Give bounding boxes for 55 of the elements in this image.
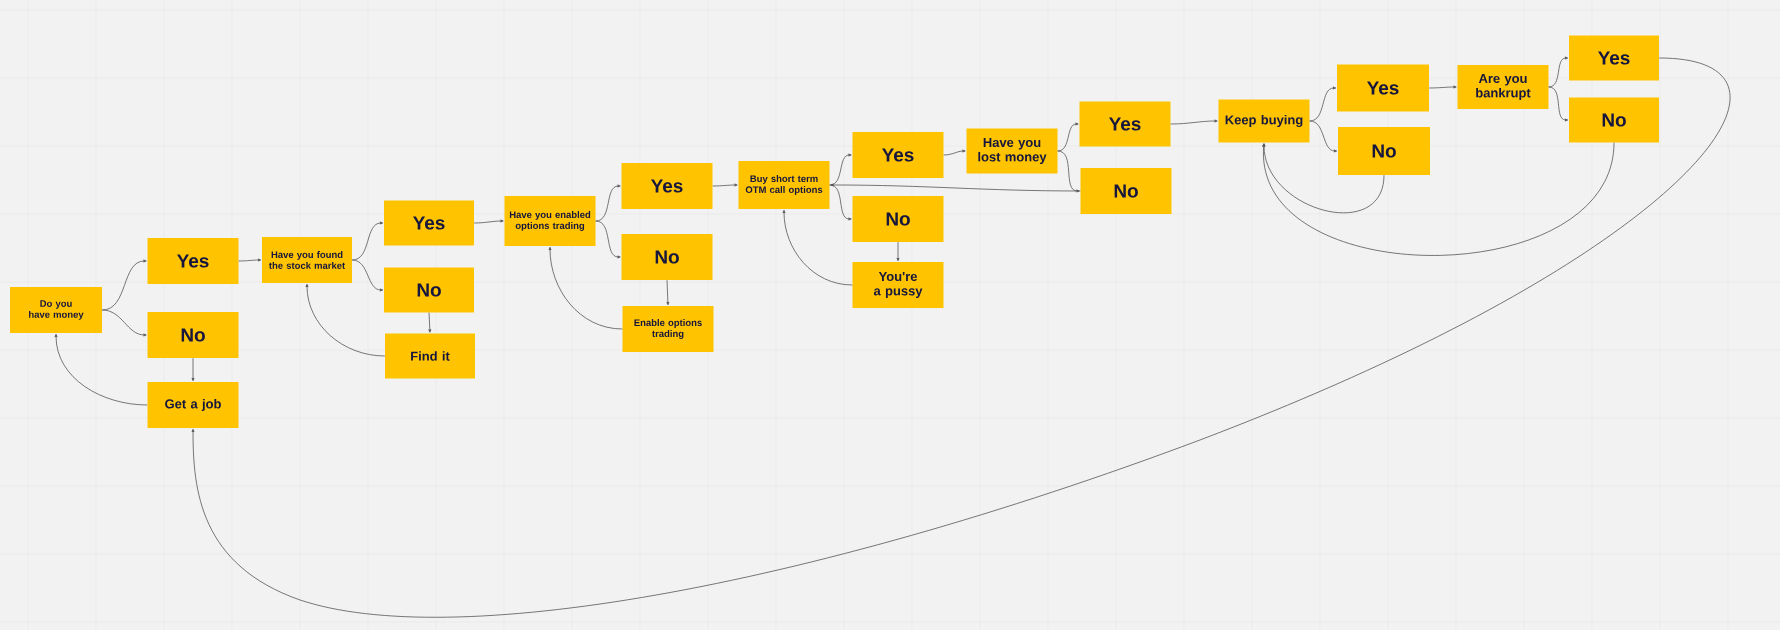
process-box: Yes: [1337, 64, 1429, 112]
arrow: [1309, 120, 1338, 153]
arrow: [238, 258, 262, 262]
process-box: Yes: [147, 238, 239, 284]
process-box: Have you enabled options trading: [504, 196, 596, 246]
arrow: [595, 220, 621, 259]
process-box: Do you have money: [10, 287, 102, 333]
arrow: [782, 209, 853, 286]
process-box: No: [1338, 127, 1430, 175]
arrow: [428, 312, 432, 333]
arrow: [191, 357, 195, 382]
arrow: [1262, 143, 1385, 214]
arrow: [54, 333, 148, 406]
arrow: [712, 183, 738, 187]
arrow: [1548, 86, 1569, 122]
arrow: [595, 184, 621, 222]
arrow: [1057, 122, 1079, 152]
process-box: Are you bankrupt: [1457, 65, 1549, 109]
process-box: No: [384, 267, 474, 313]
arrow: [351, 259, 384, 292]
process-box: Yes: [621, 163, 713, 209]
process-box: Have you found the stock market: [262, 237, 352, 283]
process-box: No: [1080, 168, 1172, 214]
process-box: No: [1569, 97, 1659, 143]
process-box: No: [147, 312, 239, 358]
arrow: [1170, 119, 1218, 125]
arrow: [351, 221, 384, 261]
process-box: Enable options trading: [622, 306, 714, 352]
process-box: Yes: [852, 132, 944, 178]
arrow: [1309, 86, 1337, 122]
process-box: Yes: [1079, 101, 1171, 147]
process-box: No: [852, 196, 944, 242]
arrow: [548, 246, 623, 330]
process-box: Have you lost money: [966, 128, 1058, 174]
arrow: [1057, 150, 1080, 193]
arrow: [101, 309, 147, 337]
arrow: [1428, 85, 1457, 89]
process-box: Find it: [385, 333, 475, 379]
process-box: Keep buying: [1218, 99, 1310, 143]
arrow: [1262, 142, 1615, 256]
process-box: No: [621, 234, 713, 280]
arrow: [830, 183, 1081, 192]
process-box: Yes: [384, 200, 474, 246]
process-box: Buy short term OTM call options: [738, 161, 830, 209]
arrow: [896, 241, 900, 262]
arrow: [101, 259, 147, 311]
arrow: [191, 57, 1730, 618]
arrow: [943, 149, 966, 156]
arrow: [1548, 56, 1569, 88]
process-box: You're a pussy: [852, 262, 944, 308]
arrow: [473, 219, 504, 224]
process-box: Get a job: [147, 382, 239, 428]
arrow: [666, 279, 670, 306]
arrow: [305, 283, 386, 357]
process-box: Yes: [1569, 35, 1659, 81]
